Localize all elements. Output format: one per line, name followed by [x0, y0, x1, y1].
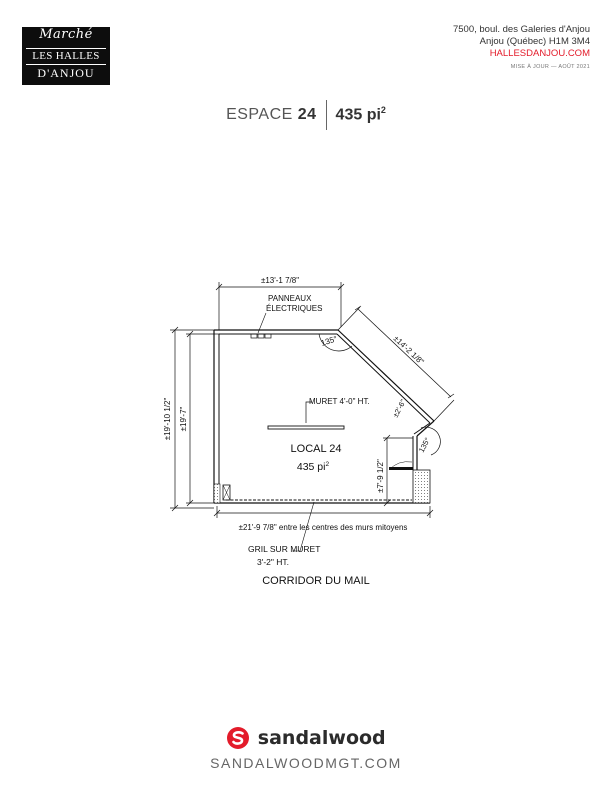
dim-top-lines — [215, 282, 345, 330]
dim-left-inner-label: ±19'-7" — [179, 406, 188, 431]
sandalwood-url[interactable]: SANDALWOODMGT.COM — [210, 755, 402, 771]
gril-label-2: 3'-2" HT. — [257, 557, 289, 567]
dim-right-lines — [383, 434, 413, 507]
sandalwood-brand: sandalwood — [257, 727, 386, 749]
electrical-panel-1 — [250, 333, 258, 339]
space-title: ESPACE 24 — [226, 106, 325, 124]
local-area-label: 435 pi2 — [297, 461, 330, 473]
angle-arc-2 — [420, 426, 441, 456]
column-box — [222, 484, 231, 501]
logo-line-1: LES HALLES — [26, 48, 106, 65]
wall-hatch-right — [412, 469, 431, 504]
angle-label-2: 135° — [417, 436, 432, 454]
muret — [267, 425, 345, 430]
marche-logo: Marché LES HALLES D'ANJOU — [22, 27, 110, 85]
angle-arc-1 — [318, 333, 353, 352]
address-street: 7500, boul. des Galeries d'Anjou — [452, 24, 590, 35]
walls — [213, 329, 435, 504]
dim-left-outer-label: ±19'-10 1/2" — [163, 398, 172, 441]
dim-bottom-label: ±21'-9 7/8" entre les centres des murs m… — [239, 523, 408, 532]
space-area-value: 435 pi — [335, 106, 381, 124]
dim-top-label: ±13'-1 7/8" — [261, 276, 299, 285]
electrical-panel-2 — [257, 333, 265, 339]
address-block: 7500, boul. des Galeries d'Anjou Anjou (… — [453, 24, 590, 73]
local-label: LOCAL 24 — [291, 443, 342, 455]
gril-leader — [292, 501, 315, 552]
local-area-value: 435 pi — [297, 461, 326, 473]
space-number: 24 — [297, 106, 317, 123]
corridor-label: CORRIDOR DU MAIL — [262, 575, 370, 587]
dim-left-lines — [170, 326, 219, 512]
panneaux-leader — [257, 312, 267, 334]
logo-line-2: D'ANJOU — [37, 66, 95, 80]
muret-label: MURET 4'-0" HT. — [309, 397, 370, 406]
sandalwood-logo: sandalwood — [0, 726, 612, 750]
panneaux-label-1: PANNEAUX — [268, 294, 312, 303]
dim-small-label: ±2'-6" — [391, 398, 408, 419]
electrical-panel-3 — [264, 333, 272, 339]
space-label: ESPACE — [226, 106, 293, 123]
panneaux-label-2: ÉLECTRIQUES — [266, 304, 322, 313]
dim-diag-label: ±14'-2 1/8" — [392, 334, 426, 367]
door-header — [389, 467, 413, 470]
gril-label-1: GRIL SUR MURET — [248, 544, 320, 554]
website-link[interactable]: HALLESDANJOU.COM — [489, 48, 590, 59]
sandalwood-s-icon — [227, 727, 250, 749]
dim-right-label: ±7'-9 1/2" — [376, 459, 385, 493]
update-date: MISE À JOUR — AOÛT 2021 — [510, 64, 590, 70]
address-city: Anjou (Québec) H1M 3M4 — [479, 36, 590, 47]
door-swing — [388, 461, 413, 471]
page-title: ESPACE 24 435 pi2 — [0, 100, 612, 130]
title-divider — [325, 100, 327, 130]
dim-diag-lines — [337, 305, 455, 422]
wall-hatch-left — [213, 483, 221, 504]
muret-leader — [305, 401, 312, 423]
local-area-sup: 2 — [325, 461, 329, 468]
angle-label-1: 135° — [320, 334, 339, 348]
dim-bottom-lines — [213, 506, 434, 518]
space-area: 435 pi2 — [327, 105, 386, 124]
space-area-sup: 2 — [380, 105, 386, 116]
logo-script: Marché — [39, 27, 93, 42]
